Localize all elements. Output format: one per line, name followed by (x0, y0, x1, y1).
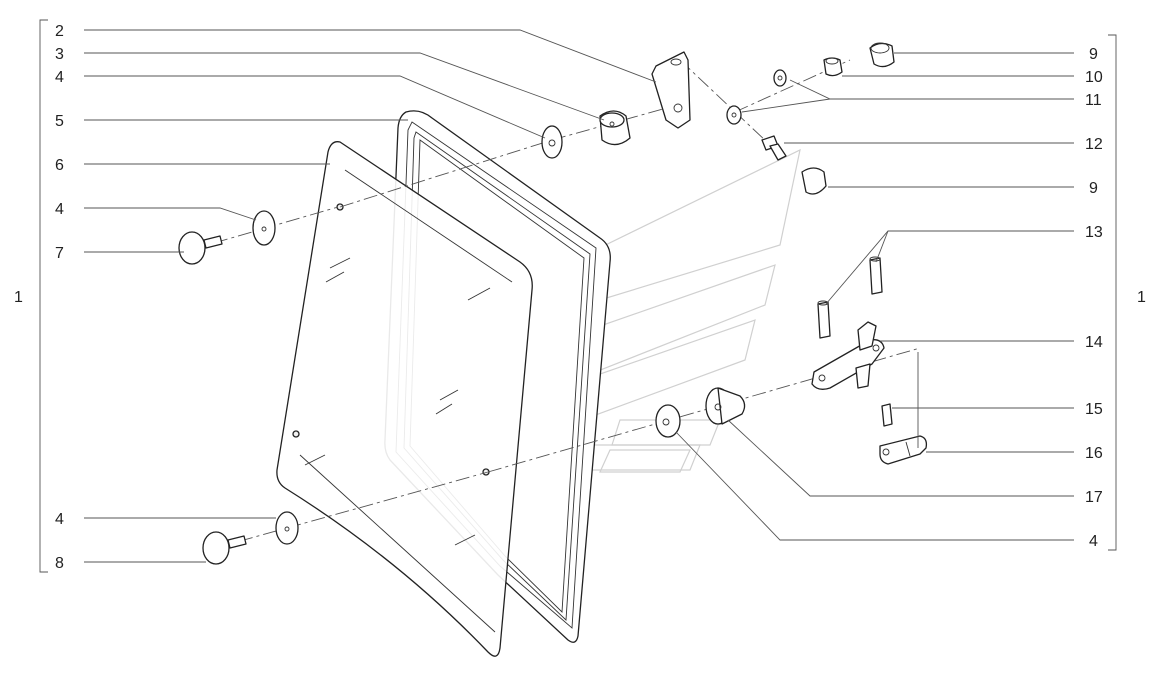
small-pin (881, 403, 893, 427)
hinge-upper (811, 321, 885, 390)
assembly-bracket-right (1108, 34, 1117, 551)
mounting-pin-upper (178, 231, 223, 265)
callout-right-9a: 9 (1089, 46, 1098, 63)
callout-labels: 1 1 2 3 4 5 6 4 7 4 8 9 10 11 12 9 13 14… (14, 23, 1146, 572)
callout-left-3: 3 (55, 46, 64, 63)
washer-left-lower (275, 511, 299, 545)
cap-upper (869, 42, 895, 68)
callout-left-4a: 4 (55, 69, 64, 86)
callout-right-10: 10 (1085, 69, 1103, 86)
callout-left-2: 2 (55, 23, 64, 40)
callout-right-17: 17 (1085, 489, 1103, 506)
callout-right-11: 11 (1085, 92, 1102, 109)
callout-assembly-left: 1 (14, 289, 23, 306)
callout-left-5: 5 (55, 113, 64, 130)
callout-left-4c: 4 (55, 511, 64, 528)
glass-panel (276, 141, 533, 657)
bolt (761, 135, 787, 161)
callout-right-14: 14 (1085, 334, 1103, 351)
callout-right-12: 12 (1085, 136, 1103, 153)
hinge-lower (879, 435, 928, 465)
callout-right-16: 16 (1085, 445, 1103, 462)
assembly-bracket-left (39, 19, 48, 573)
callout-right-15: 15 (1085, 401, 1103, 418)
callout-left-6: 6 (55, 157, 64, 174)
callout-left-8: 8 (55, 555, 64, 572)
leader-lines (84, 29, 1074, 563)
cap-lower (801, 167, 827, 195)
callout-left-4b: 4 (55, 201, 64, 218)
hinge-pins (817, 256, 883, 339)
callout-right-9b: 9 (1089, 180, 1098, 197)
mounting-pin-lower (202, 531, 247, 565)
washer-left-upper (252, 210, 276, 246)
callout-right-4: 4 (1089, 533, 1098, 550)
callout-right-13: 13 (1085, 224, 1103, 241)
washer-pair (726, 69, 787, 125)
callout-assembly-right: 1 (1137, 289, 1146, 306)
small-bushing (823, 57, 843, 77)
rubber-cone (705, 387, 746, 425)
rubber-bushing (599, 110, 631, 146)
bracket (651, 51, 691, 129)
washer-upper (541, 125, 563, 159)
washer-lower-right (655, 404, 681, 438)
callout-left-7: 7 (55, 245, 64, 262)
